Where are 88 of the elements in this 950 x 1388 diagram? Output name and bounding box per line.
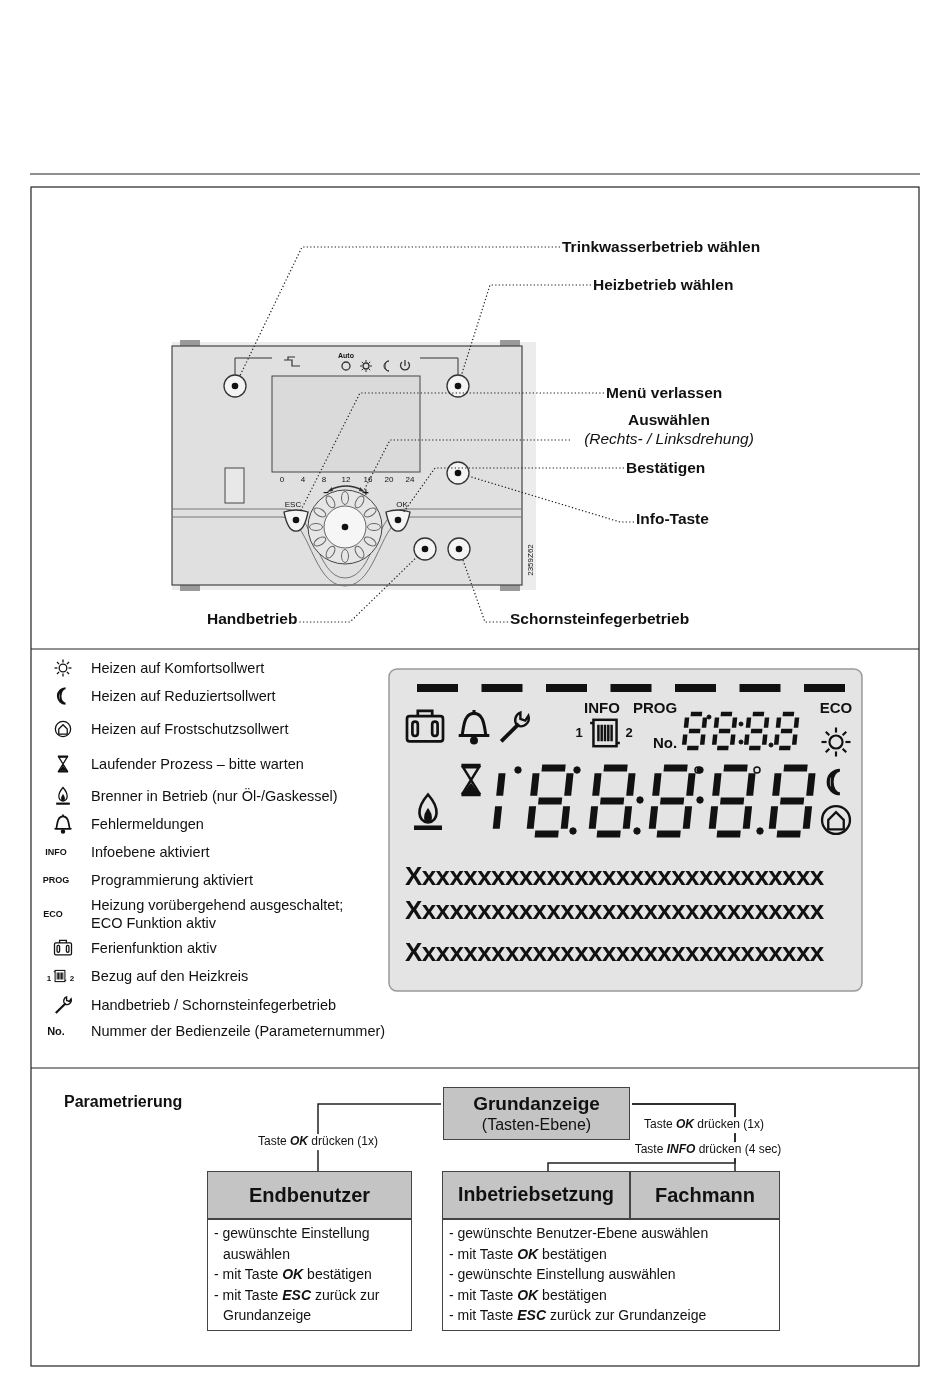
part-number: 2359Z62 — [526, 544, 536, 576]
instruction-note: Taste OK drücken (1x) — [642, 1117, 766, 1133]
callout-label: Handbetrieb — [207, 610, 298, 629]
box-title: Grundanzeige — [473, 1092, 600, 1116]
push-button — [446, 374, 470, 398]
level-box — [207, 1171, 412, 1219]
display-segment-text: INFO — [584, 699, 620, 717]
instruction-line: - mit Taste ESC zurück zur Grundanzeige — [449, 1306, 708, 1325]
callout-label: Menü verlassen — [606, 384, 723, 403]
legend-text: Handbetrieb / Schornsteinfegerbetrieb — [91, 996, 337, 1014]
callout-label: Schornsteinfegerbetrieb — [510, 610, 690, 629]
leader-line — [298, 556, 418, 623]
scale-number: 0 — [279, 475, 285, 485]
legend-text: Infoebene aktiviert — [91, 843, 210, 861]
legend-text: Bezug auf den Heizkreis — [91, 967, 249, 985]
direction-sign: + — [363, 487, 369, 499]
callout-label: Auswählen — [627, 411, 711, 430]
box-subtitle: (Tasten-Ebene) — [481, 1115, 592, 1135]
leader-line — [299, 392, 605, 512]
instruction-line: - mit Taste ESC zurück zur Grundanzeige — [214, 1285, 381, 1325]
box-title: Endbenutzer — [248, 1183, 371, 1207]
instruction-line: - gewünschte Einstellung auswählen — [449, 1265, 677, 1284]
instruction-line: - mit Taste OK bestätigen — [449, 1285, 608, 1305]
level-box — [630, 1171, 780, 1219]
push-button — [385, 509, 411, 532]
instruction-line: - mit Taste OK bestätigen — [449, 1244, 608, 1264]
button-label: OK — [396, 500, 408, 510]
leader-line — [239, 246, 561, 377]
legend-symbol: 2 — [69, 974, 75, 984]
scale-number: 24 — [405, 475, 415, 485]
box-title: Fachmann — [655, 1183, 755, 1207]
legend-symbol: No. — [47, 1024, 65, 1038]
legend-text: Nummer der Bedienzeile (Parameternummer) — [91, 1022, 386, 1040]
box-title: Inbetriebsetzung — [458, 1183, 614, 1207]
legend-text: Heizen auf Frostschutzsollwert — [91, 720, 289, 738]
scale-number: 12 — [341, 475, 351, 485]
instruction-box — [442, 1219, 780, 1331]
direction-sign: – — [323, 487, 329, 499]
display-text-row: Xxxxxxxxxxxxxxxxxxxxxxxxxxxxxx — [405, 938, 824, 968]
display-segment-text: No. — [652, 734, 678, 752]
section-heading: Parametrierung — [64, 1092, 183, 1112]
leader-line — [361, 439, 571, 495]
display-segment-text: 2 — [625, 725, 633, 741]
legend-text: Heizen auf Reduziertsollwert — [91, 687, 276, 705]
legend-text: Heizen auf Komfortsollwert — [91, 659, 265, 677]
push-button — [283, 509, 309, 532]
callout-label: Info-Taste — [636, 510, 709, 529]
leader-line — [403, 467, 625, 513]
level-box — [442, 1171, 630, 1219]
legend-text: Heizung vorübergehend ausgeschaltet; ECO Funktion aktiv — [91, 896, 345, 932]
push-button — [223, 374, 247, 398]
legend-text: Fehlermeldungen — [91, 815, 204, 833]
legend-symbol: PROG — [42, 874, 70, 886]
callout-label: (Rechts- / Linksdrehung) — [583, 429, 755, 449]
legend-text: Brenner in Betrieb (nur Öl-/Gaskessel) — [91, 787, 338, 805]
display-segment-text: 1 — [575, 725, 583, 741]
scale-number: 4 — [300, 475, 306, 485]
edge-label: Taste OK drücken (1x) — [256, 1134, 380, 1150]
instruction-line: - mit Taste OK bestätigen — [214, 1265, 373, 1284]
push-button — [446, 461, 470, 485]
display-text-row: Xxxxxxxxxxxxxxxxxxxxxxxxxxxxxx — [405, 896, 824, 926]
connector-line — [317, 1103, 442, 1172]
scale-number: 20 — [384, 475, 394, 485]
legend-text: Ferienfunktion aktiv — [91, 939, 217, 957]
instruction-note: Taste INFO drücken (4 sec) — [632, 1142, 784, 1158]
display-segment-text: ECO — [819, 699, 853, 717]
scale-number: 8 — [321, 475, 327, 485]
instruction-line: - gewünschte Benutzer-Ebene auswählen — [449, 1224, 710, 1243]
callout-label: Trinkwasserbetrieb wählen — [562, 238, 761, 257]
leader-line — [460, 284, 592, 377]
legend-text: Laufender Prozess – bitte warten — [91, 755, 304, 773]
leader-line — [462, 558, 509, 623]
push-button — [413, 537, 437, 561]
legend-symbol: INFO — [45, 846, 67, 858]
button-label: ESC — [284, 500, 302, 510]
push-button — [447, 537, 471, 561]
legend-symbol: 1 — [46, 974, 52, 984]
display-segment-text: PROG — [632, 699, 678, 717]
legend-text: Programmierung aktiviert — [91, 871, 253, 889]
instruction-box — [207, 1219, 412, 1331]
callout-label: Heizbetrieb wählen — [593, 276, 734, 295]
level-box — [443, 1087, 630, 1140]
rotary-knob — [307, 489, 383, 565]
legend-symbol: ECO — [43, 908, 63, 920]
leader-line — [467, 475, 635, 523]
callout-label: Bestätigen — [626, 459, 706, 478]
scale-number: 16 — [363, 475, 373, 485]
display-text-row: Xxxxxxxxxxxxxxxxxxxxxxxxxxxxxx — [405, 862, 824, 892]
